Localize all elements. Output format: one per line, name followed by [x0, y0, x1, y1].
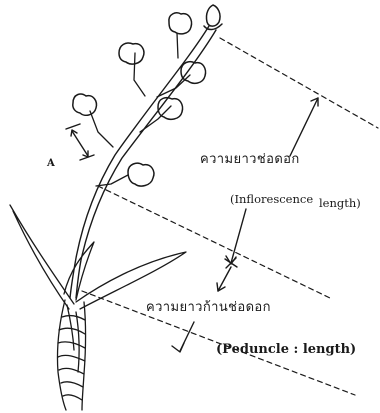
inflorescence-length-english-label: (Inflorescence [230, 192, 313, 206]
flower-bud [169, 13, 192, 34]
plant-base [57, 300, 85, 410]
inflorescence-length-english-label-cont: length) [319, 196, 361, 210]
peduncle-length-english-label: (Peduncle : length) [216, 342, 356, 357]
flower-bud [73, 94, 97, 115]
guide-line-top [220, 38, 378, 128]
flower-bud [158, 98, 183, 120]
flower-bud [128, 163, 154, 186]
inflorescence-arrow-down [231, 209, 246, 263]
terminal-bud [206, 5, 220, 26]
flower-bud [119, 43, 144, 64]
peduncle-length-thai-label: ความยาวก้านช่อดอก [146, 296, 271, 317]
dimension-a-marker [66, 124, 94, 160]
leaves [10, 205, 186, 309]
dimension-a-label: A [47, 158, 55, 169]
inflorescence-length-thai-label: ความยาวช่อดอก [200, 148, 300, 169]
peduncle-arrowhead-bottom [172, 343, 184, 352]
flower-bud [181, 62, 206, 84]
flower-stem [70, 26, 216, 298]
